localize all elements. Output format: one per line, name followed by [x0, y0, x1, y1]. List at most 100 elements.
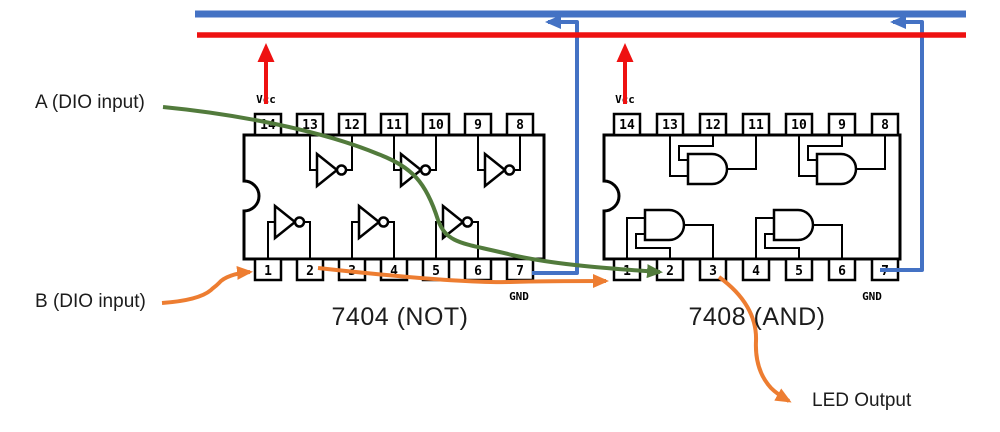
pin-box [698, 112, 728, 137]
gate-wire [764, 233, 800, 259]
gate-wire [351, 221, 359, 259]
gate-wire [669, 135, 688, 177]
pin-box [463, 112, 493, 137]
inverter-bubble-icon [461, 216, 474, 228]
gate-wire [856, 135, 886, 170]
gate-wire [267, 221, 275, 259]
and-gate-icon [815, 152, 858, 186]
and-gate-3 [798, 135, 886, 186]
chip-7408-top-pins: 14 13 12 11 10 9 8 [612, 112, 900, 137]
pin-number: 2 [306, 264, 314, 279]
and-gate-4 [669, 135, 757, 186]
gate-wire [635, 233, 671, 259]
gate-wire [388, 221, 395, 259]
pin-number: 4 [752, 264, 760, 279]
7404-pin-11: 11 [379, 112, 409, 137]
7404-pin-9: 9 [463, 112, 493, 137]
pin-box [505, 112, 535, 137]
7408-pin-12: 12 [698, 112, 728, 137]
gate-wire [727, 135, 757, 170]
gate-wire [304, 221, 311, 259]
pin-box [337, 112, 367, 137]
pin-box [870, 112, 900, 137]
pin-box [253, 257, 283, 282]
gnd-label: GND [862, 290, 882, 303]
wire-input-a [162, 105, 663, 279]
inverter-bubble-icon [293, 216, 306, 228]
pin-box [612, 112, 642, 137]
not-gate-4 [477, 135, 521, 189]
pin-number: 11 [386, 118, 402, 133]
pin-number: 14 [619, 118, 635, 133]
pin-number: 2 [666, 264, 674, 279]
7404-pin-12: 12 [337, 112, 367, 137]
gnd-label: GND [509, 290, 529, 303]
pin-number: 9 [838, 118, 846, 133]
7408-pin-5: 5 [784, 257, 814, 282]
pin-box [827, 257, 857, 282]
pin-number: 9 [474, 118, 482, 133]
7408-pin-14: 14 [612, 112, 642, 137]
gate-wire [684, 224, 714, 259]
pin-number: 10 [791, 118, 807, 133]
not-gate-2 [351, 203, 395, 259]
gate-wire [514, 135, 521, 171]
and-gate-icon [643, 208, 686, 242]
pin-number: 6 [474, 264, 482, 279]
not-gate-icon [441, 203, 466, 241]
led-output-label: LED Output [812, 390, 912, 411]
chip-7408: 14 13 12 11 10 9 8 1 2 3 4 5 6 7 GND Vcc [602, 93, 902, 303]
7404-pin-7: 7 [505, 257, 535, 282]
7404-pin-5: 5 [421, 257, 451, 282]
chip-7404-title: 7404 (NOT) [331, 303, 469, 331]
gate-wire [430, 135, 437, 171]
inverter-bubble-icon [335, 164, 348, 176]
gate-wire [477, 135, 485, 171]
not-gate-6 [309, 135, 353, 189]
gate-wire [309, 135, 317, 171]
not-gate-icon [273, 203, 298, 241]
pin-box [827, 112, 857, 137]
inverter-bubble-icon [419, 164, 432, 176]
gate-wire [813, 224, 843, 259]
wire-input-b [161, 265, 253, 305]
7404-pin-1: 1 [253, 257, 283, 282]
gnd-wire-7404 [532, 15, 579, 275]
7408-pin-4: 4 [741, 257, 771, 282]
gate-wire [755, 217, 774, 259]
gate-wire [678, 135, 714, 161]
gate-wire [393, 135, 401, 171]
pin-box [379, 112, 409, 137]
7408-pin-11: 11 [741, 112, 771, 137]
7408-pin-6: 6 [827, 257, 857, 282]
7408-pin-3: 3 [698, 257, 728, 282]
wire-7404-out2-to-7408-in1 [317, 266, 609, 289]
7408-pin-10: 10 [784, 112, 814, 137]
7408-pin-2: 2 [655, 257, 685, 282]
7408-pin-8: 8 [870, 112, 900, 137]
chip-7408-bottom-pins: 1 2 3 4 5 6 7 [612, 257, 900, 282]
pin-box [741, 257, 771, 282]
7404-pin-10: 10 [421, 112, 451, 137]
inverter-bubble-icon [377, 216, 390, 228]
7404-pin-6: 6 [463, 257, 493, 282]
pin-box [698, 257, 728, 282]
input-a-label: A (DIO input) [35, 92, 145, 113]
pin-number: 13 [662, 118, 678, 133]
gate-wire [346, 135, 353, 171]
pin-number: 10 [428, 118, 444, 133]
pin-box [655, 112, 685, 137]
pin-box [784, 257, 814, 282]
pin-number: 8 [881, 118, 889, 133]
pin-number: 1 [264, 264, 272, 279]
and-gate-1 [626, 208, 714, 259]
pin-number: 5 [432, 264, 440, 279]
pin-number: 4 [390, 264, 398, 279]
pin-number: 5 [795, 264, 803, 279]
gate-wire [807, 135, 843, 161]
chip-7404: 14 13 12 11 10 9 8 1 2 3 4 5 6 7 GND Vcc [242, 93, 546, 303]
pin-box [741, 112, 771, 137]
7404-pin-8: 8 [505, 112, 535, 137]
not-gate-1 [267, 203, 311, 259]
not-gate-icon [315, 151, 340, 189]
